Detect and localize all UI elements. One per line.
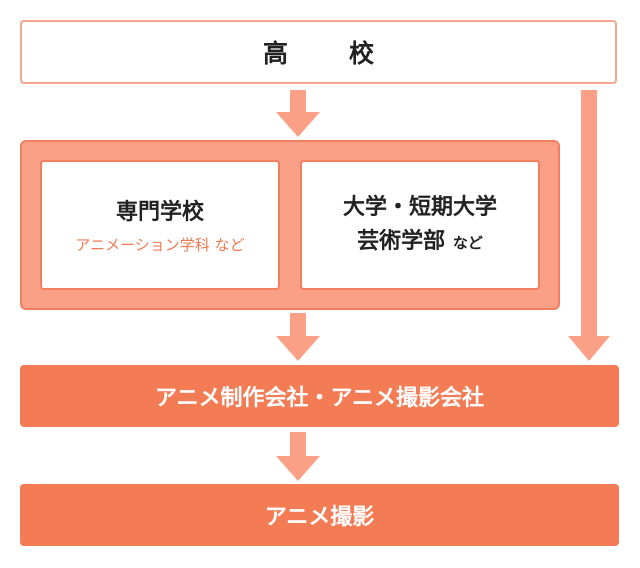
anime-photography-box: アニメ撮影	[20, 484, 619, 546]
university-label: 大学・短期大学	[342, 194, 497, 220]
vocational-school-label: 専門学校	[115, 199, 204, 225]
art-faculty-line: 芸術学部 など	[357, 225, 483, 260]
highschool-box: 高 校	[20, 20, 617, 84]
anime-photography-label: アニメ撮影	[264, 505, 375, 530]
university-suffix: など	[452, 233, 483, 252]
arrow-schools-to-company	[276, 313, 320, 361]
art-faculty-label: 芸術学部	[357, 228, 446, 254]
vocational-school-box: 専門学校 アニメーション学科 など	[40, 160, 280, 290]
anime-company-box: アニメ制作会社・アニメ撮影会社	[20, 365, 619, 427]
vocational-school-sublabel: アニメーション学科 など	[75, 235, 245, 254]
arrow-company-to-career	[276, 432, 320, 481]
school-group: 専門学校 アニメーション学科 など 大学・短期大学 芸術学部 など	[20, 140, 560, 310]
anime-company-label: アニメ制作会社・アニメ撮影会社	[154, 386, 485, 411]
arrow-highschool-to-company	[568, 90, 610, 361]
highschool-label: 高 校	[262, 39, 392, 68]
arrow-highschool-to-schools	[276, 90, 320, 137]
university-box: 大学・短期大学 芸術学部 など	[300, 160, 540, 290]
